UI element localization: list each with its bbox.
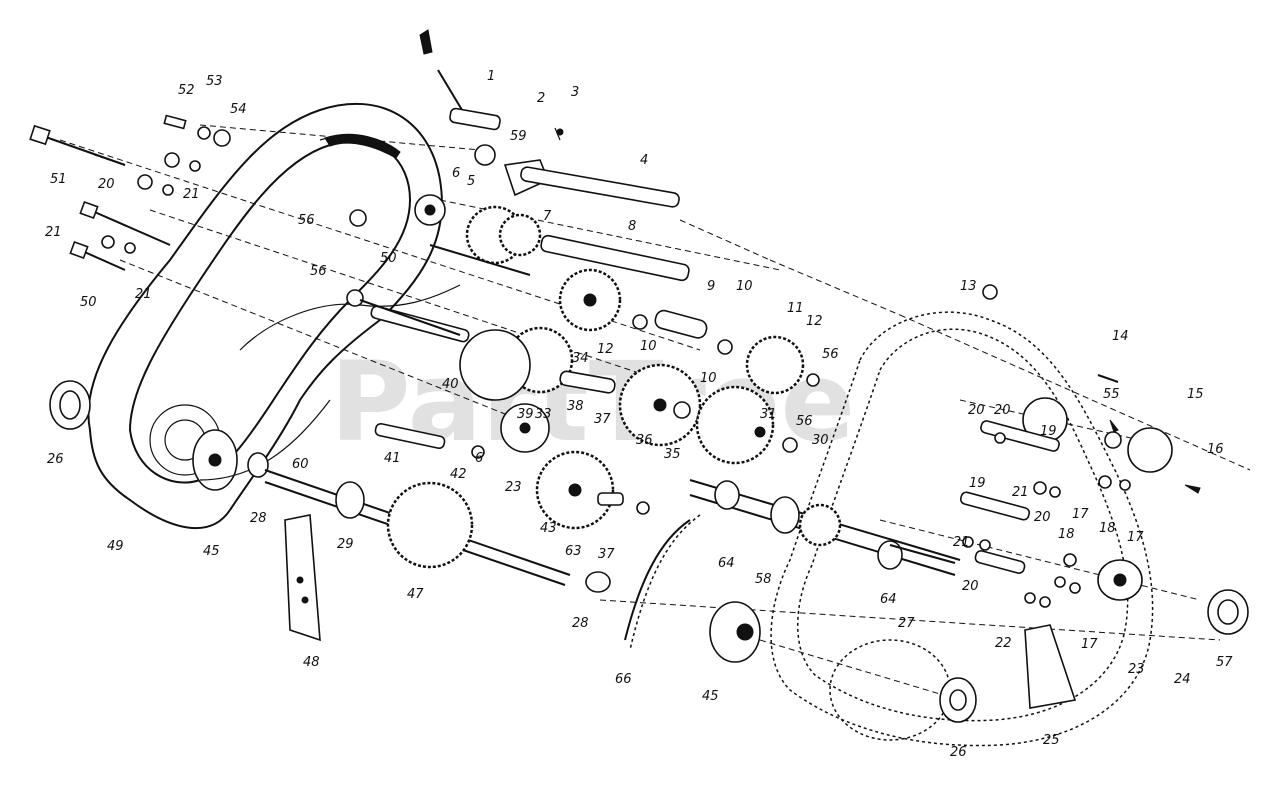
part-label: 37 [594,412,611,427]
part-label: 12 [806,314,823,329]
part-label: 10 [700,371,717,386]
part-label: 1 [487,69,495,84]
part-label: 10 [640,339,657,354]
part-label: 18 [1099,521,1116,536]
part-label: 4 [640,153,648,168]
lower-shaft-assembly [49,380,761,663]
part-label: 29 [337,537,354,552]
part-label: 19 [969,476,986,491]
part-label: 14 [1112,329,1129,344]
part-label: 23 [1128,662,1145,677]
part-label: 54 [230,102,247,117]
part-label: 17 [1081,637,1098,652]
part-label: 5 [467,174,475,189]
part-label: 45 [702,689,719,704]
part-label: 63 [565,544,582,559]
part-label: 31 [760,407,777,422]
part-label: 48 [303,655,320,670]
right-gear-case [770,284,1249,747]
part-label: 20 [962,579,979,594]
part-label: 34 [572,351,589,366]
part-label: 8 [628,219,636,234]
part-label: 56 [796,414,813,429]
part-label: 66 [615,672,632,687]
part-label: 47 [407,587,424,602]
part-label: 58 [755,572,772,587]
part-label: 20 [1034,510,1051,525]
part-label: 9 [707,279,715,294]
part-label: 16 [1207,442,1224,457]
part-label: 2 [537,91,545,106]
part-label: 37 [598,547,615,562]
part-label: 50 [80,295,97,310]
part-label: 45 [203,544,220,559]
part-label: 20 [968,403,985,418]
gear-train [346,205,820,530]
part-label: 19 [1040,424,1057,439]
part-label: 11 [787,301,804,316]
part-label: 3 [571,85,579,100]
part-label: 56 [310,264,327,279]
part-label: 49 [107,539,124,554]
part-label: 23 [505,480,522,495]
part-label: 28 [572,616,589,631]
part-label: 25 [1043,733,1060,748]
part-label: 20 [994,403,1011,418]
part-label: 21 [1012,485,1029,500]
part-label: 52 [178,83,195,98]
part-label: 17 [1127,530,1144,545]
part-label: 41 [384,451,401,466]
part-label: 17 [1072,507,1089,522]
part-label: 6 [452,166,460,181]
part-label: 35 [664,447,681,462]
part-label: 21 [135,287,152,302]
bolts-left [29,114,231,271]
part-label: 26 [47,452,64,467]
part-label: 15 [1187,387,1204,402]
part-label: 60 [292,457,309,472]
part-label: 28 [250,511,267,526]
part-label: 10 [736,279,753,294]
part-label: 7 [543,209,552,224]
part-label: 42 [450,467,467,482]
right-axle [689,479,961,576]
part-label: 26 [950,745,967,760]
part-label: 18 [1058,527,1075,542]
part-label: 50 [380,251,397,266]
part-label: 24 [1174,672,1191,687]
part-label: 64 [880,592,897,607]
part-label: 53 [206,74,223,89]
left-gear-case [87,102,461,530]
part-label: 21 [183,187,200,202]
part-label: 56 [822,347,839,362]
part-label: 39 [517,407,534,422]
part-label: 13 [960,279,977,294]
part-label: 12 [597,342,614,357]
part-label: 55 [1103,387,1120,402]
part-label: 20 [98,177,115,192]
part-label: 38 [567,399,584,414]
part-label: 30 [812,433,829,448]
part-label: 22 [995,636,1012,651]
part-label: 43 [540,521,557,536]
part-label: 64 [718,556,735,571]
part-label: 57 [1216,655,1233,670]
part-label: 21 [953,535,970,550]
part-label: 56 [298,213,315,228]
part-label: 33 [535,407,552,422]
part-label: 59 [510,129,527,144]
part-label: 27 [898,616,915,631]
part-label: 21 [45,225,62,240]
part-label: 51 [50,172,67,187]
part-label: 36 [636,433,653,448]
part-label: 40 [442,377,459,392]
lever-parts [414,29,680,226]
part-label: 6 [475,451,483,466]
part-labels: 1 2 3 4 5 10 10 10 11 12 12 13 14 15 16 … [45,69,1233,760]
